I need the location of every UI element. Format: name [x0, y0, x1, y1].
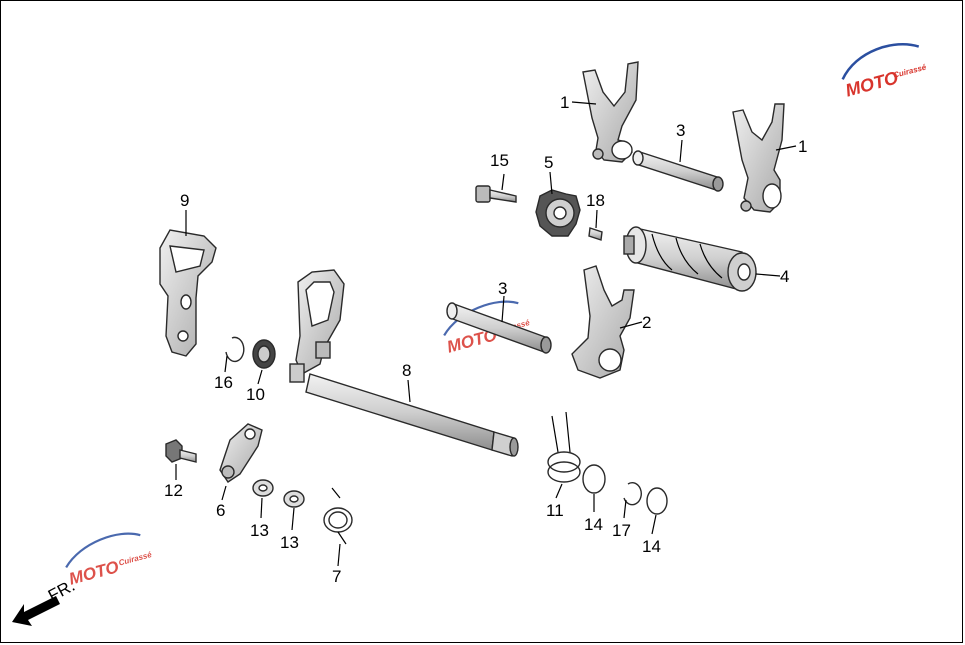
callout-17: 17 [612, 521, 631, 540]
callout-15: 15 [490, 151, 509, 170]
callout-2: 2 [642, 313, 651, 332]
callout-3: 3 [676, 121, 685, 140]
washer-13-b [283, 490, 305, 508]
callout-18: 18 [586, 191, 605, 210]
callout-13: 13 [250, 521, 269, 540]
callout-14: 14 [584, 515, 603, 534]
fork-shaft-3-upper [632, 150, 724, 192]
washer-14-b [646, 487, 668, 515]
washer-13-a [252, 479, 274, 497]
watermark-brand: MOTO [67, 557, 121, 588]
pin-18 [588, 227, 603, 241]
torsion-spring-11 [547, 411, 581, 483]
callout-12: 12 [164, 481, 183, 500]
shift-shaft-8 [289, 269, 519, 457]
star-cam-5 [535, 189, 581, 237]
callout-9: 9 [180, 191, 189, 210]
circlip-16 [225, 336, 245, 363]
circlip-17 [623, 481, 642, 506]
fork-shaft-3-lower [446, 302, 552, 354]
callout-13: 13 [280, 533, 299, 552]
shift-arm-plate-9 [159, 229, 217, 357]
shift-drum-4 [623, 226, 757, 292]
callout-16: 16 [214, 373, 233, 392]
callout-1: 1 [798, 137, 807, 156]
return-spring-7 [323, 487, 353, 545]
bolt-15 [475, 185, 517, 203]
callout-7: 7 [332, 567, 341, 586]
watermark-bottom-left: MOTO Cuirassé [65, 532, 154, 589]
stopper-lever-6 [219, 423, 263, 483]
callout-numbers: 1 1 2 3 3 4 5 6 7 8 9 10 11 12 13 13 14 … [164, 93, 807, 586]
callout-4: 4 [780, 267, 789, 286]
shift-fork-1-right [732, 103, 785, 213]
callout-8: 8 [402, 361, 411, 380]
collar-10 [252, 339, 276, 369]
leader-lines [175, 101, 797, 567]
callout-6: 6 [216, 501, 225, 520]
watermark-sub: Cuirassé [118, 550, 154, 568]
shift-fork-1-left [582, 61, 639, 163]
callout-11: 11 [546, 501, 564, 520]
bolt-12 [165, 439, 197, 463]
callout-14: 14 [642, 537, 661, 556]
washer-14-a [582, 464, 606, 494]
callout-5: 5 [544, 153, 553, 172]
shift-fork-2 [571, 265, 635, 379]
callout-3: 3 [498, 279, 507, 298]
callout-1: 1 [560, 93, 569, 112]
watermark-top-right: MOTO Cuirassé [841, 43, 928, 101]
front-direction-arrow: FR. [12, 576, 78, 626]
callout-10: 10 [246, 385, 265, 404]
watermark-sub: Cuirassé [892, 62, 928, 80]
